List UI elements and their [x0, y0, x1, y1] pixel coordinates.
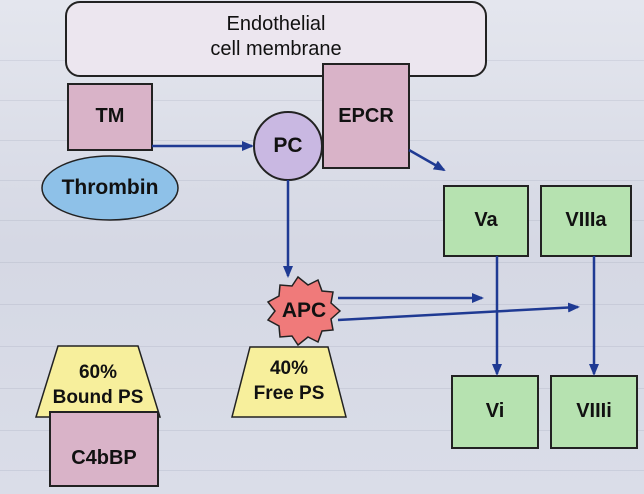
background-text-line [0, 430, 644, 431]
free-ps-text: Free PS [253, 383, 325, 404]
viiia-box [540, 185, 632, 257]
apc-to-viiia-arrow [337, 302, 580, 322]
epcr-to-va-arrow [408, 148, 446, 172]
tm-label: TM [95, 105, 125, 127]
bound-ps-label: 60% Bound PS [36, 360, 160, 410]
background-text-line [0, 220, 644, 221]
free-ps-label: 40% Free PS [232, 356, 346, 406]
viiia-label: VIIIa [565, 209, 607, 231]
tm-box [67, 83, 153, 151]
thrombin-label: Thrombin [61, 176, 159, 199]
free-ps-percent: 40% [269, 358, 309, 379]
background-text-line [0, 180, 644, 181]
va-box [443, 185, 529, 257]
bound-ps-text: Bound PS [52, 387, 144, 408]
vi-label: Vi [485, 400, 505, 422]
pc-label: PC [273, 134, 303, 157]
c4bbp-box [49, 411, 159, 487]
background-text-line [0, 470, 644, 471]
membrane-label-line1: Endothelial [226, 13, 326, 35]
epcr-label: EPCR [338, 105, 394, 127]
viiii-box [550, 375, 638, 449]
epcr-box [322, 63, 410, 169]
c4bbp-label: C4bBP [71, 447, 137, 469]
membrane-label: Endothelial cell membrane [66, 12, 486, 62]
bound-ps-trapezoid [34, 345, 162, 418]
endothelial-membrane-box [65, 1, 487, 77]
thrombin-ellipse [41, 155, 179, 221]
vi-box [451, 375, 539, 449]
apc-starburst [266, 275, 342, 347]
viiii-label: VIIIi [576, 400, 612, 422]
va-label: Va [474, 209, 498, 231]
background-text-line [0, 262, 644, 263]
bound-ps-percent: 60% [78, 362, 118, 383]
apc-label: APC [281, 299, 327, 322]
free-ps-trapezoid [231, 346, 347, 418]
membrane-label-line2: cell membrane [210, 38, 342, 60]
